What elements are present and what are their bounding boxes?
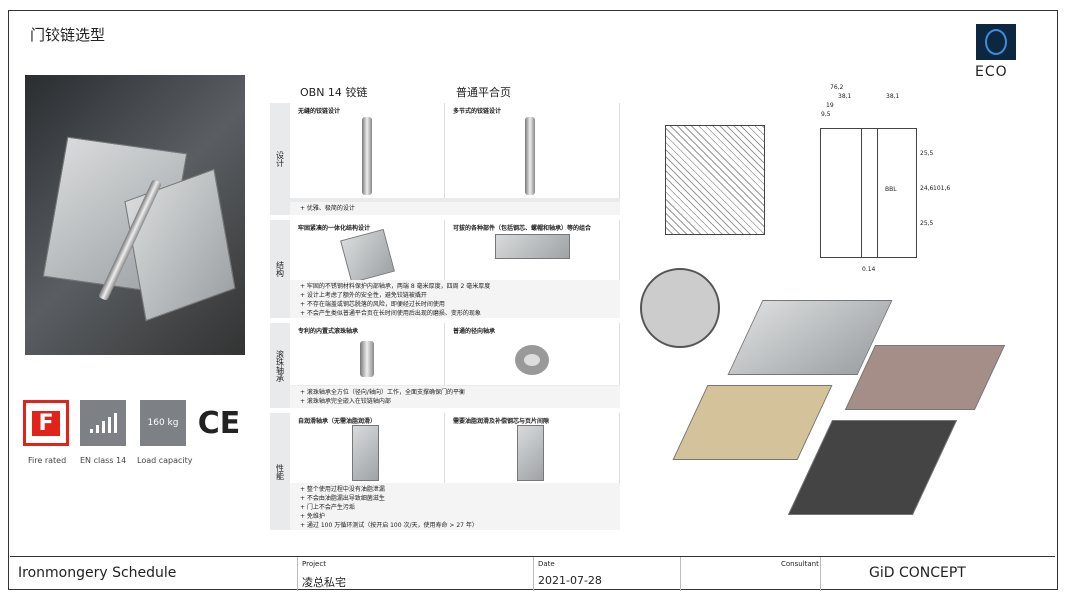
cell-b: 可拔的各种部件（包括钢芯、螺帽和轴承）等的组合 bbox=[445, 220, 620, 280]
hinge-photo bbox=[25, 75, 245, 355]
dim-label: 25,5 bbox=[920, 150, 934, 157]
cell-a: 牢固紧凑的一体化结构设计 bbox=[290, 220, 445, 284]
fire-rated-icon: F bbox=[23, 400, 69, 446]
ce-mark-icon: CE bbox=[197, 405, 241, 441]
column-header-standard: 普通平合页 bbox=[456, 86, 511, 99]
project-label: Project bbox=[302, 560, 326, 568]
dim-label: 9,5 bbox=[821, 111, 831, 118]
consultant-label: Consultant bbox=[781, 560, 819, 568]
section-structure: 结构 牢固紧凑的一体化结构设计 可拔的各种部件（包括钢芯、螺帽和轴承）等的组合 … bbox=[270, 220, 620, 318]
load-capacity-label: Load capacity bbox=[137, 456, 193, 465]
project-value: 凌总私宅 bbox=[302, 576, 346, 589]
dim-label: 76,2 bbox=[830, 84, 844, 91]
eco-logo bbox=[976, 24, 1016, 60]
bullets: + 滚珠轴承全方位（径向/轴向）工作，全面支撑确保门的平衡+ 滚珠轴承完全嵌入在… bbox=[290, 386, 620, 408]
date-label: Date bbox=[538, 560, 555, 568]
bullets: + 牢固的不锈钢材料保护内部轴承，两端 8 毫米厚度，四周 2 毫米厚度+ 设计… bbox=[290, 280, 620, 318]
dim-label: 0.14 bbox=[862, 266, 876, 273]
load-capacity-icon: 160 kg bbox=[140, 400, 186, 446]
consultant-value: GiD CONCEPT bbox=[869, 565, 966, 581]
fire-rated-label: Fire rated bbox=[28, 456, 67, 465]
section-bearing: 滚珠轴承 专利的内置式滚珠轴承 普通的径向轴承 + 滚珠轴承全方位（径向/轴向）… bbox=[270, 323, 620, 408]
section-label: 设计 bbox=[275, 151, 285, 167]
cell-a: 自润滑轴承（无需油脂润滑） bbox=[290, 413, 445, 483]
section-label: 滚珠轴承 bbox=[275, 349, 285, 382]
cell-b: 需要油脂润滑及补偿钢芯与页片间隙 bbox=[445, 413, 620, 483]
keyhole-icon bbox=[985, 29, 1007, 55]
bullets: + 优雅、极简的设计 bbox=[290, 202, 620, 215]
page-title: 门铰链选型 bbox=[30, 26, 106, 44]
column-header-obn14: OBN 14 铰链 bbox=[300, 86, 368, 99]
cell-b: 普通的径向轴承 bbox=[445, 323, 620, 385]
section-label: 性能 bbox=[275, 463, 285, 480]
logo-text: ECO bbox=[975, 64, 1008, 80]
schedule-title: Ironmongery Schedule bbox=[18, 565, 177, 581]
cell-a: 无缝的铰链设计 bbox=[290, 103, 445, 198]
en-class-label: EN class 14 bbox=[80, 456, 127, 465]
dim-label: BBL bbox=[885, 186, 897, 193]
cell-b: 多节式的铰链设计 bbox=[445, 103, 620, 198]
dim-label: 38,1 bbox=[886, 93, 900, 100]
dim-label: 101,6 bbox=[933, 185, 951, 192]
en-class-icon bbox=[80, 400, 126, 446]
title-block: Ironmongery Schedule Project 凌总私宅 Date 202… bbox=[10, 556, 1055, 591]
bullets: + 整个使用过程中没有油脂泄漏+ 不会由油脂漏出导致细菌滋生+ 门上不会产生污垢… bbox=[290, 483, 620, 530]
hinge-dimension-drawing bbox=[820, 128, 917, 258]
cell-a: 专利的内置式滚珠轴承 bbox=[290, 323, 445, 385]
dim-label: 25,5 bbox=[920, 220, 934, 227]
date-value: 2021-07-28 bbox=[538, 574, 602, 587]
dim-label: 38,1 bbox=[838, 93, 852, 100]
detail-bubble bbox=[640, 268, 720, 348]
section-design: 设计 无缝的铰链设计 多节式的铰链设计 + 优雅、极简的设计 bbox=[270, 103, 620, 215]
section-label: 结构 bbox=[275, 261, 285, 277]
dim-label: 24,6 bbox=[920, 185, 934, 192]
dim-label: 19 bbox=[826, 102, 834, 109]
section-performance: 性能 自润滑轴承（无需油脂润滑） 需要油脂润滑及补偿钢芯与页片间隙 + 整个使用… bbox=[270, 413, 620, 530]
section-drawing bbox=[665, 125, 765, 235]
